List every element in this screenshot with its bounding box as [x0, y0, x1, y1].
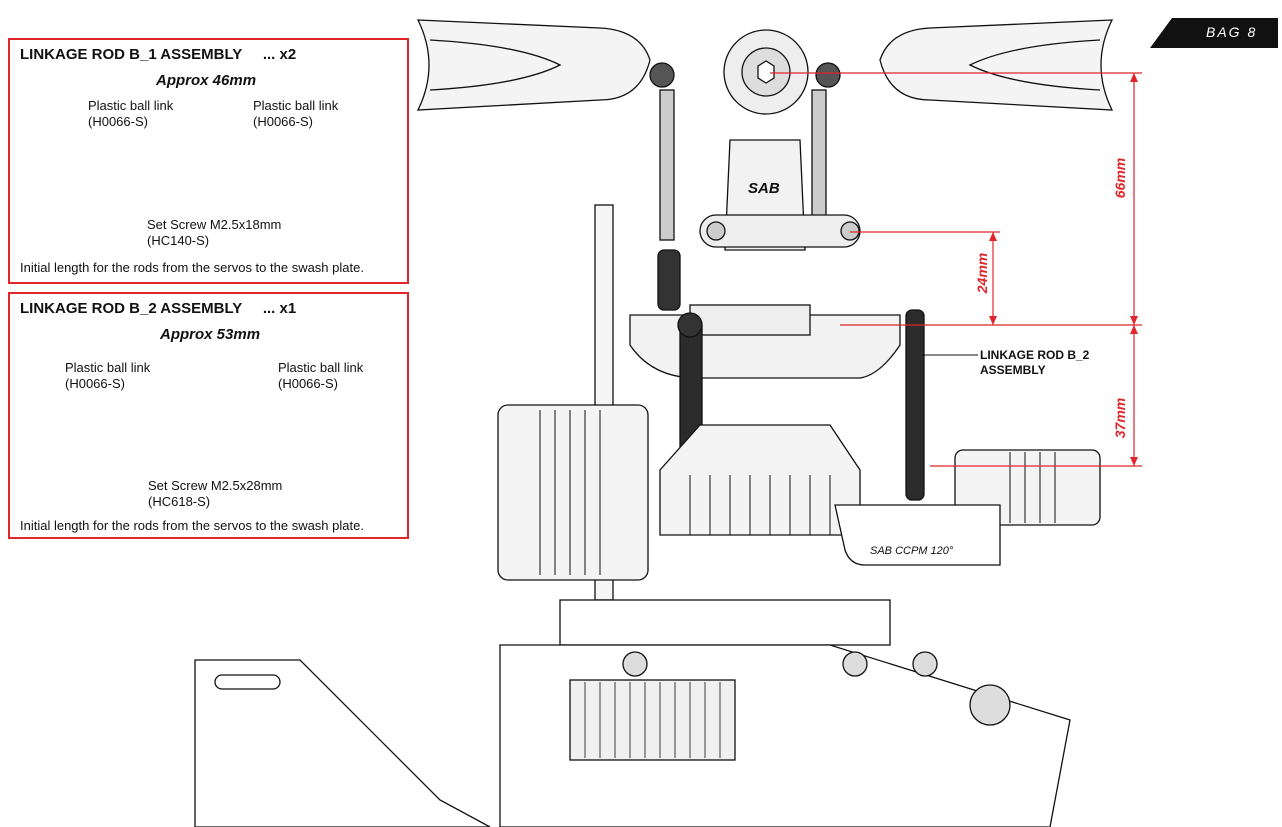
head-logo: SAB: [748, 180, 780, 197]
approx-length: Approx 46mm: [156, 72, 257, 89]
right-link-label: Plastic ball link(H0066-S): [278, 360, 363, 392]
blade-grip-right: [879, 19, 1114, 111]
screw-label: Set Screw M2.5x18mm(HC140-S): [147, 217, 281, 249]
bag-badge: BAG 8: [1150, 18, 1278, 48]
part-name: Set Screw M2.5x18mm: [147, 217, 282, 232]
left-link-label: Plastic ball link(H0066-S): [65, 360, 150, 392]
left-link-label: Plastic ball link(H0066-S): [88, 98, 173, 130]
bag-label: BAG 8: [1206, 24, 1258, 40]
rod-b2-callout: LINKAGE ROD B_2 ASSEMBLY: [980, 348, 1089, 378]
part-name: Plastic ball link: [253, 98, 339, 113]
part-name: Set Screw M2.5x28mm: [148, 478, 283, 493]
ccpm-label: SAB CCPM 120°: [870, 545, 954, 557]
linkage-rod-b2-panel: LINKAGE ROD B_2 ASSEMBLY ... x1 Approx 5…: [8, 292, 409, 539]
frame-side-plate: [194, 659, 491, 827]
screw-label: Set Screw M2.5x28mm(HC618-S): [148, 478, 282, 510]
blade-grip-left: [416, 19, 651, 111]
panel-note: Initial length for the rods from the ser…: [20, 518, 364, 533]
part-number: (H0066-S): [278, 376, 338, 391]
main-gear: [569, 679, 736, 761]
callout-line: LINKAGE ROD B_2: [980, 348, 1090, 362]
servo-left: [497, 404, 649, 581]
part-number: (HC618-S): [148, 494, 211, 509]
dimension-37mm: 37mm: [1112, 397, 1129, 439]
part-name: Plastic ball link: [65, 360, 151, 375]
part-number: (H0066-S): [65, 376, 125, 391]
part-name: Plastic ball link: [88, 98, 174, 113]
right-link-label: Plastic ball link(H0066-S): [253, 98, 338, 130]
panel-note: Initial length for the rods from the ser…: [20, 260, 364, 275]
part-name: Plastic ball link: [278, 360, 364, 375]
linkage-rod-b1-panel: LINKAGE ROD B_1 ASSEMBLY ... x2 Approx 4…: [8, 38, 409, 284]
badge-shape: [1150, 18, 1278, 48]
dimension-66mm: 66mm: [1112, 157, 1129, 199]
callout-line: ASSEMBLY: [980, 363, 1046, 377]
panel-title: LINKAGE ROD B_2 ASSEMBLY ... x1: [20, 300, 297, 317]
panel-title: LINKAGE ROD B_1 ASSEMBLY ... x2: [20, 46, 297, 63]
part-number: (H0066-S): [88, 114, 148, 129]
dimension-24mm: 24mm: [974, 252, 991, 294]
part-number: (HC140-S): [147, 233, 210, 248]
approx-length: Approx 53mm: [160, 326, 261, 343]
part-number: (H0066-S): [253, 114, 313, 129]
